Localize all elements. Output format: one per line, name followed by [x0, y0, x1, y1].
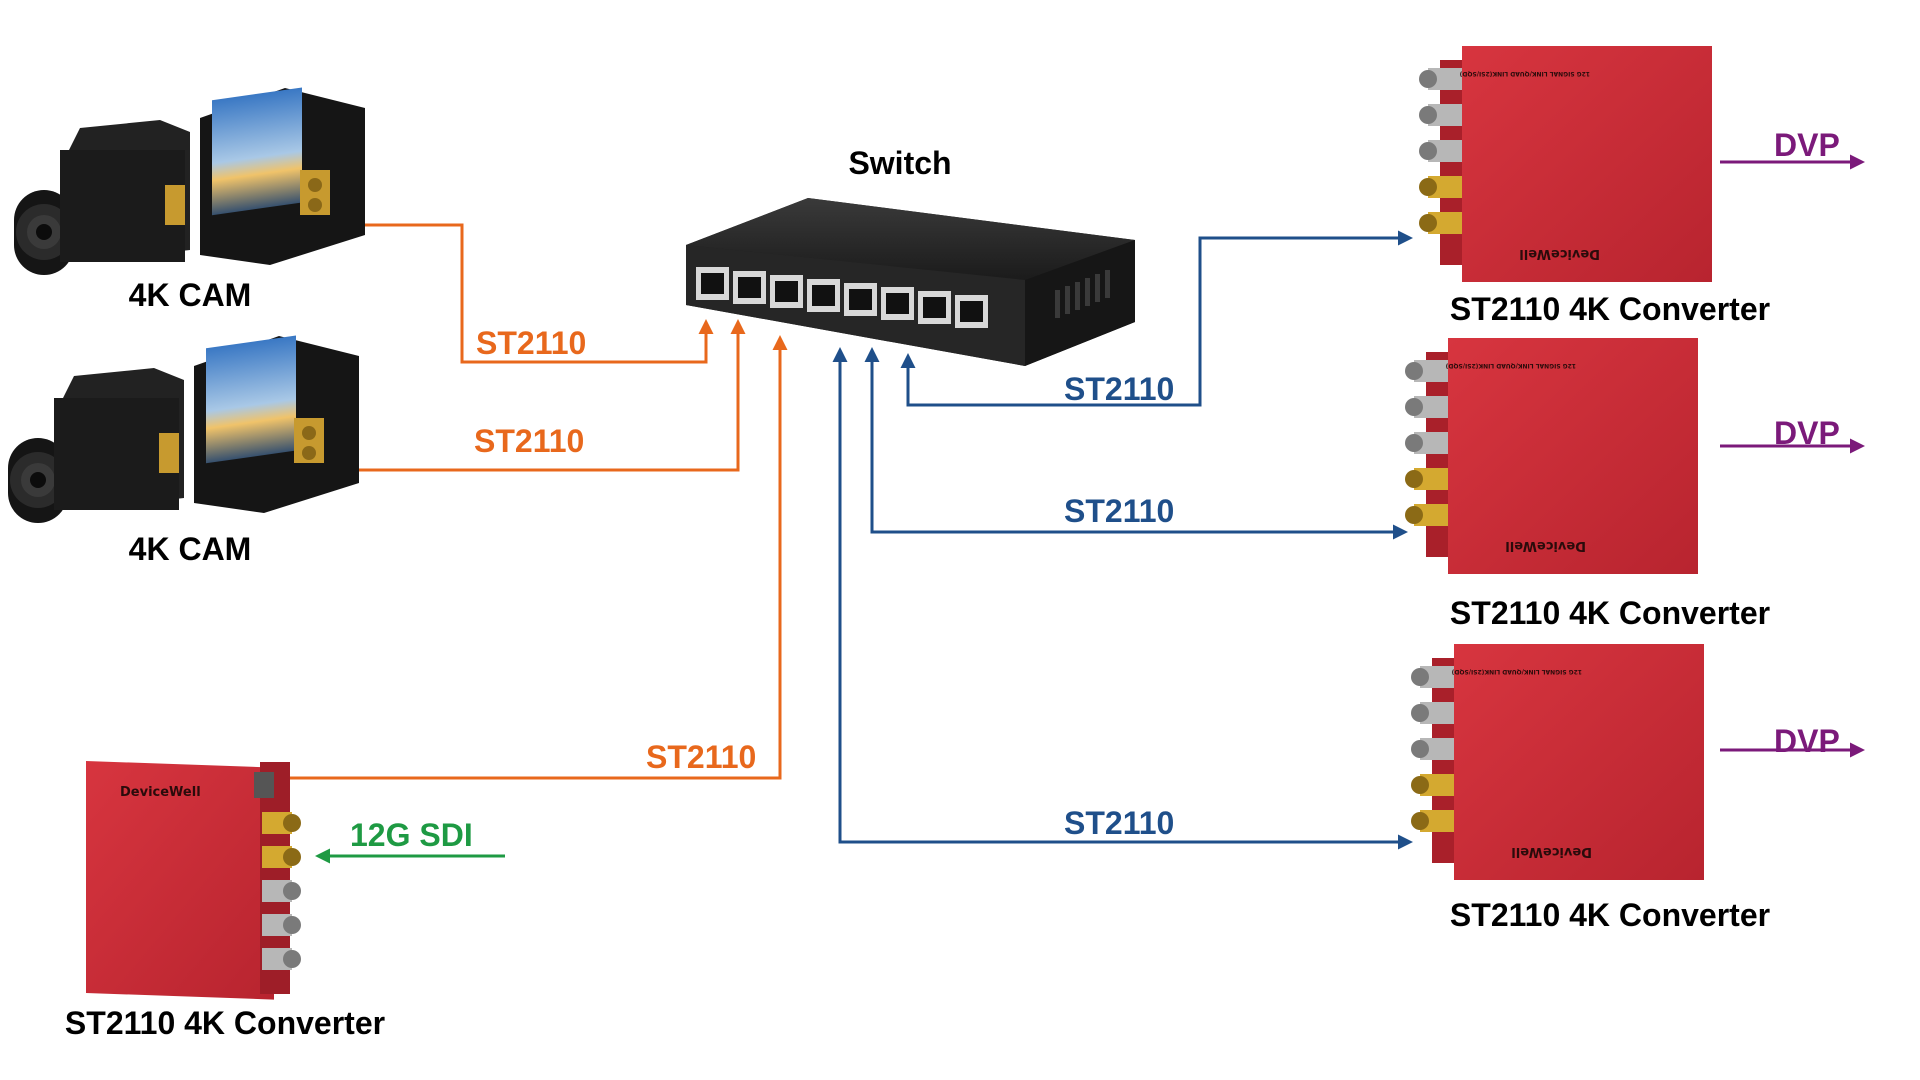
connections	[288, 154, 1865, 864]
link-out1-label: ST2110	[1064, 371, 1174, 407]
link-cam2-line	[330, 319, 746, 472]
camera-top	[14, 87, 365, 275]
bnc-connectors	[262, 812, 301, 970]
switch-label: Switch	[848, 145, 951, 181]
camera-bottom	[8, 335, 359, 523]
switch-ports	[696, 267, 988, 328]
dvp3-label: DVP	[1774, 723, 1840, 759]
top-text: 12G SIGNAL LINK/QUAD LINK(2SI/SQD)	[1445, 362, 1576, 369]
dvp2-label: DVP	[1774, 415, 1840, 451]
brand-logo: DeviceWell	[1511, 844, 1592, 859]
link-out3-line	[832, 347, 1413, 850]
link-left-converter-line	[288, 335, 788, 780]
switch-vents	[1055, 270, 1110, 318]
conv-right-2-label: ST2110 4K Converter	[1450, 595, 1770, 631]
link-out2-label: ST2110	[1064, 493, 1174, 529]
link-cam1-line	[325, 223, 714, 364]
link-cam2-label: ST2110	[474, 423, 584, 459]
converter-right-1: DeviceWell 12G SIGNAL LINK/QUAD LINK(2SI…	[1419, 46, 1712, 282]
brand-logo: DeviceWell	[1505, 538, 1586, 553]
switch-device	[686, 198, 1135, 366]
cam-top-label: 4K CAM	[129, 277, 252, 313]
bnc-connectors	[1405, 360, 1448, 526]
link-cam1-label: ST2110	[476, 325, 586, 361]
link-left-converter-label: ST2110	[646, 739, 756, 775]
top-text: 12G SIGNAL LINK/QUAD LINK(2SI/SQD)	[1451, 668, 1582, 675]
converter-right-3: DeviceWell 12G SIGNAL LINK/QUAD LINK(2SI…	[1411, 644, 1704, 880]
brand-logo: DeviceWell	[120, 785, 201, 800]
cam-bottom-label: 4K CAM	[129, 531, 252, 567]
converter-right-2: DeviceWell 12G SIGNAL LINK/QUAD LINK(2SI…	[1405, 338, 1698, 574]
link-out3-label: ST2110	[1064, 805, 1174, 841]
conv-right-1-label: ST2110 4K Converter	[1450, 291, 1770, 327]
bnc-connectors	[1419, 68, 1462, 234]
converter-left: DeviceWell	[86, 761, 301, 1000]
dvp1-label: DVP	[1774, 127, 1840, 163]
top-text: 12G SIGNAL LINK/QUAD LINK(2SI/SQD)	[1459, 70, 1590, 77]
sdi-input-label: 12G SDI	[350, 817, 473, 853]
bnc-connectors	[1411, 666, 1454, 832]
conv-left-label: ST2110 4K Converter	[65, 1005, 385, 1041]
brand-logo: DeviceWell	[1519, 246, 1600, 261]
conv-right-3-label: ST2110 4K Converter	[1450, 897, 1770, 933]
